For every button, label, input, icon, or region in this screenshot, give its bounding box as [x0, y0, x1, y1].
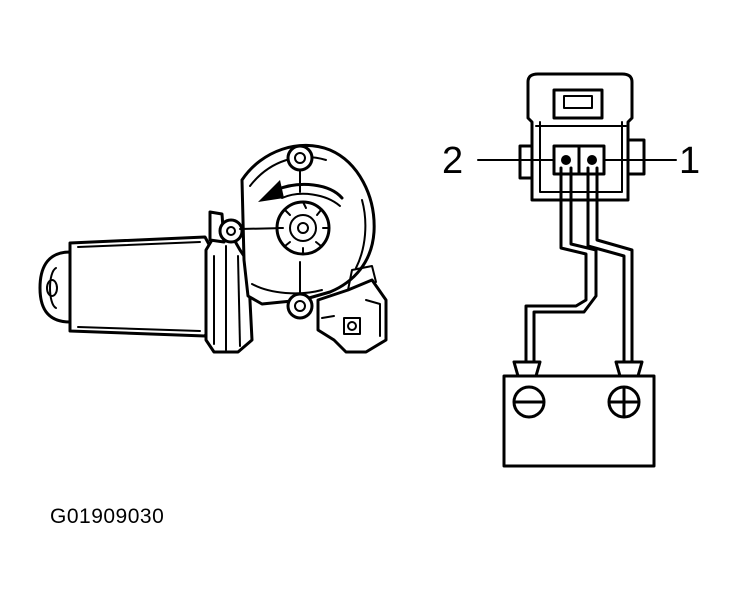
plus-terminal-icon — [607, 385, 641, 419]
terminal-1-pin — [587, 155, 597, 165]
connector-shell — [518, 72, 646, 202]
motor-housing — [38, 235, 214, 338]
battery — [502, 360, 656, 468]
output-gear — [275, 200, 331, 256]
minus-terminal-icon — [512, 385, 546, 419]
terminal-2-pin — [561, 155, 571, 165]
gear-housing — [218, 143, 376, 320]
jumper-wires — [524, 166, 634, 364]
motor-connector — [316, 265, 388, 354]
motor-flange — [204, 210, 254, 354]
terminal-2-label: 2 — [442, 140, 464, 182]
counterclockwise-arrow-icon — [258, 180, 344, 207]
figure-code: G01909030 — [50, 505, 165, 528]
terminal-1-label: 1 — [679, 140, 701, 182]
window-motor-illustration — [38, 143, 388, 354]
test-circuit — [477, 72, 677, 468]
